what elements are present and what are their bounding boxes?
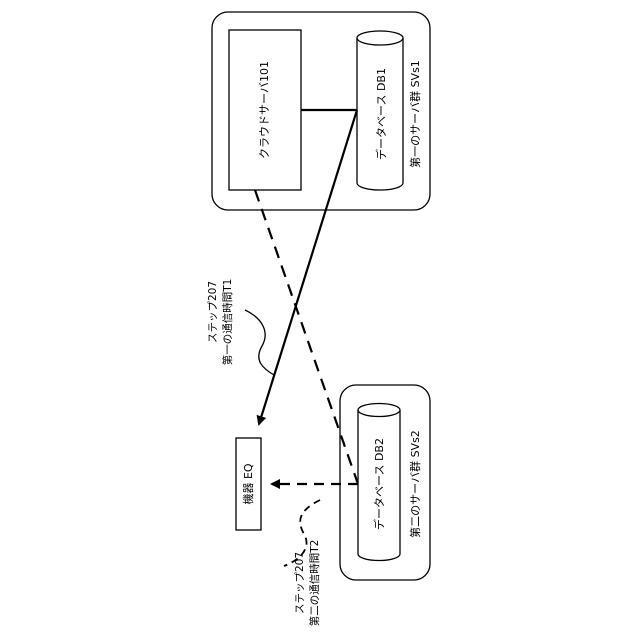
database-db2-label: データベース DB2 (372, 438, 386, 530)
cloud-server-label: クラウドサーバ101 (258, 61, 271, 159)
database-db1-label: データベース DB1 (374, 68, 388, 160)
server-group-2-label: 第二のサーバ群 SVs2 (408, 430, 422, 538)
annotation-1-step: ステップ207 (207, 281, 219, 343)
annotation-2-step: ステップ207 (294, 552, 306, 614)
annotation-1-text: 第一の通信時間T1 (221, 279, 234, 366)
annotation-1-leader (245, 310, 274, 375)
annotation-2-text: 第二の通信時間T2 (308, 540, 321, 627)
device-label: 機器 EQ (241, 463, 255, 504)
dashed-link-server-to-db2 (255, 190, 358, 484)
server-group-1-label: 第一のサーバ群 SVs1 (408, 60, 422, 168)
